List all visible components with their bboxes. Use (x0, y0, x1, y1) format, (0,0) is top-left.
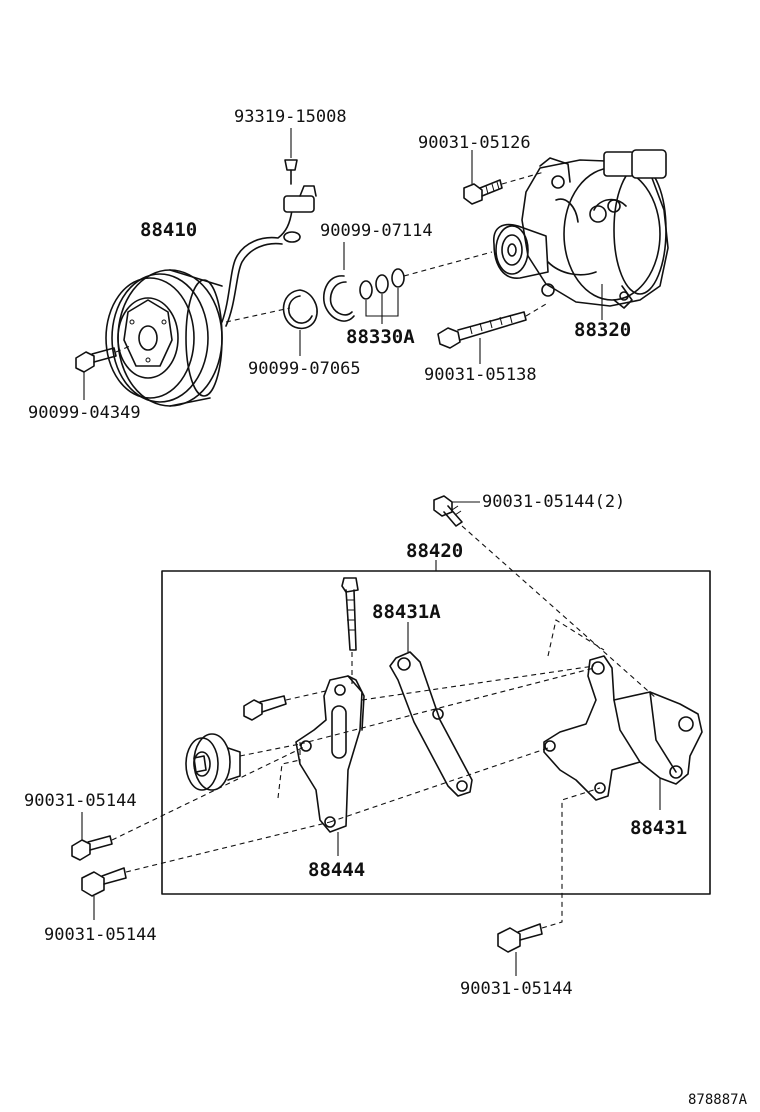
bolt-90031-05144-2 (433, 495, 657, 699)
diagram-code: 878887A (688, 1092, 748, 1108)
label-88444: 88444 (308, 859, 365, 881)
bracket-88444 (295, 675, 365, 856)
label-90031-05144-2: 90031-05144(2) (482, 492, 625, 512)
label-90099-04349: 90099-04349 (28, 403, 141, 423)
snap-ring-90099-07065 (282, 289, 318, 356)
label-90031-05144-left-upper: 90031-05144 (24, 791, 137, 811)
label-90031-05144-left-lower: 90031-05144 (44, 925, 157, 945)
idler-pulley (185, 733, 301, 791)
label-90099-07114: 90099-07114 (320, 221, 433, 241)
compressor-88320 (493, 149, 669, 320)
snap-ring-90099-07114 (322, 242, 355, 322)
label-90031-05144-bottom: 90031-05144 (460, 979, 573, 999)
clutch-wire-harness (221, 185, 317, 327)
label-88410: 88410 (140, 219, 197, 241)
label-88420: 88420 (406, 540, 463, 562)
screw-93319 (284, 128, 298, 185)
label-90031-05138: 90031-05138 (424, 365, 537, 385)
label-88431: 88431 (630, 817, 687, 839)
bolt-90031-05138 (437, 303, 547, 364)
shims-88330A (359, 268, 405, 324)
bracket-88431 (543, 655, 703, 810)
bolt-90099-04349 (75, 345, 131, 400)
label-90099-07065: 90099-07065 (248, 359, 361, 379)
label-93319-15008: 93319-15008 (234, 107, 347, 127)
label-90031-05126: 90031-05126 (418, 133, 531, 153)
bolt-90031-05144-left-upper (71, 745, 307, 861)
magnet-clutch-pulley (105, 269, 223, 407)
bracket-88431A (389, 622, 473, 797)
bolt-90031-05144-left-lower (81, 747, 549, 920)
short-bolt-upper-left (243, 689, 331, 721)
bolt-90031-05126 (463, 150, 545, 205)
bolt-90031-05144-bottom (497, 787, 601, 976)
long-vertical-bolt (341, 577, 359, 684)
label-88431A: 88431A (372, 601, 441, 623)
label-88330A: 88330A (346, 326, 415, 348)
label-88320: 88320 (574, 319, 631, 341)
